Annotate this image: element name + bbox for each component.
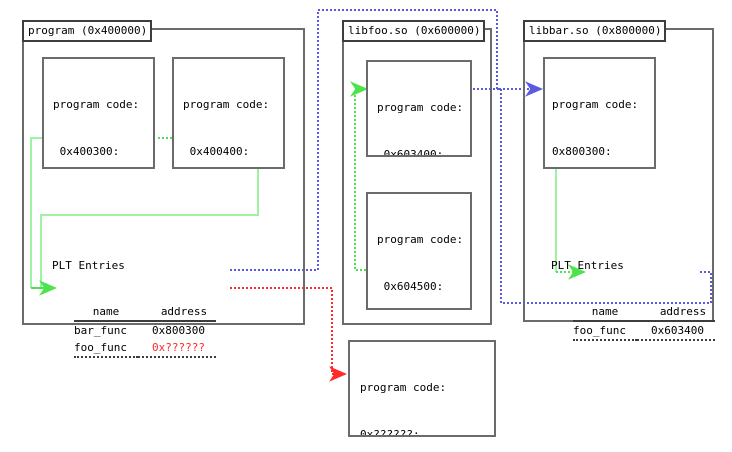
plt-col-address: address [138,304,216,322]
plt-table-libbar: PLT Entries name address foo_func 0x6034… [551,228,715,371]
plt-header-row: name address [573,304,715,322]
plt-table-program: PLT Entries name address bar_func 0x8003… [52,228,216,388]
code-block-func2: program code: 0x400400: func2() { ... fo… [172,57,285,169]
code-line: 0x??????: [360,427,420,437]
plt-title: PLT Entries [52,259,125,272]
plt-row-bar-func: bar_func 0x800300 [74,321,216,339]
plt-entries-table: name address foo_func 0x603400 [573,304,715,341]
plt-cell-name: foo_func [573,321,637,341]
code-line: program code: [360,381,447,394]
plt-cell-name: foo_func [74,339,138,358]
code-block-foo-func: program code: 0x603400: foo_func() { ...… [366,60,472,157]
plt-cell-name: bar_func [74,324,127,337]
code-line: program code: [552,98,639,111]
code-line: program code: [377,101,464,114]
module-program-title: program (0x400000) [22,20,153,42]
plt-col-name: name [74,304,138,322]
code-block-hook-foo-func: program code: 0x??????: hook_foo_func() … [348,340,496,437]
code-block-some-func: program code: 0x604500: some_func() { ..… [366,192,472,310]
plt-row-foo-func: foo_func 0x603400 [573,321,715,341]
code-line: program code: [377,233,464,246]
plt-col-name: name [573,304,637,322]
module-libfoo-title: libfoo.so (0x600000) [342,20,486,42]
code-line: 0x800300: [552,144,612,158]
plt-cell-address: 0x603400 [637,321,715,341]
plt-cell-address-unresolved: 0x?????? [138,339,216,358]
plt-header-row: name address [74,304,216,322]
module-program [22,28,305,325]
plt-row-foo-func: foo_func 0x?????? [74,339,216,358]
module-libbar-title: libbar.so (0x800000) [523,20,667,42]
code-line: 0x603400: [377,147,444,157]
plt-cell-address: 0x800300 [152,324,205,337]
plt-title: PLT Entries [551,259,624,272]
code-line: 0x400400: [183,144,250,158]
code-line: program code: [53,98,140,111]
code-block-bar-func: program code: 0x800300: bar_func() { ...… [543,57,656,169]
plt-entries-table: name address bar_func 0x800300 foo_func … [74,304,216,358]
code-line: 0x400300: [53,144,120,158]
code-line: 0x604500: [377,279,444,293]
code-line: program code: [183,98,270,111]
plt-col-address: address [637,304,715,322]
code-block-func1: program code: 0x400300: func1() { ... fo… [42,57,155,169]
